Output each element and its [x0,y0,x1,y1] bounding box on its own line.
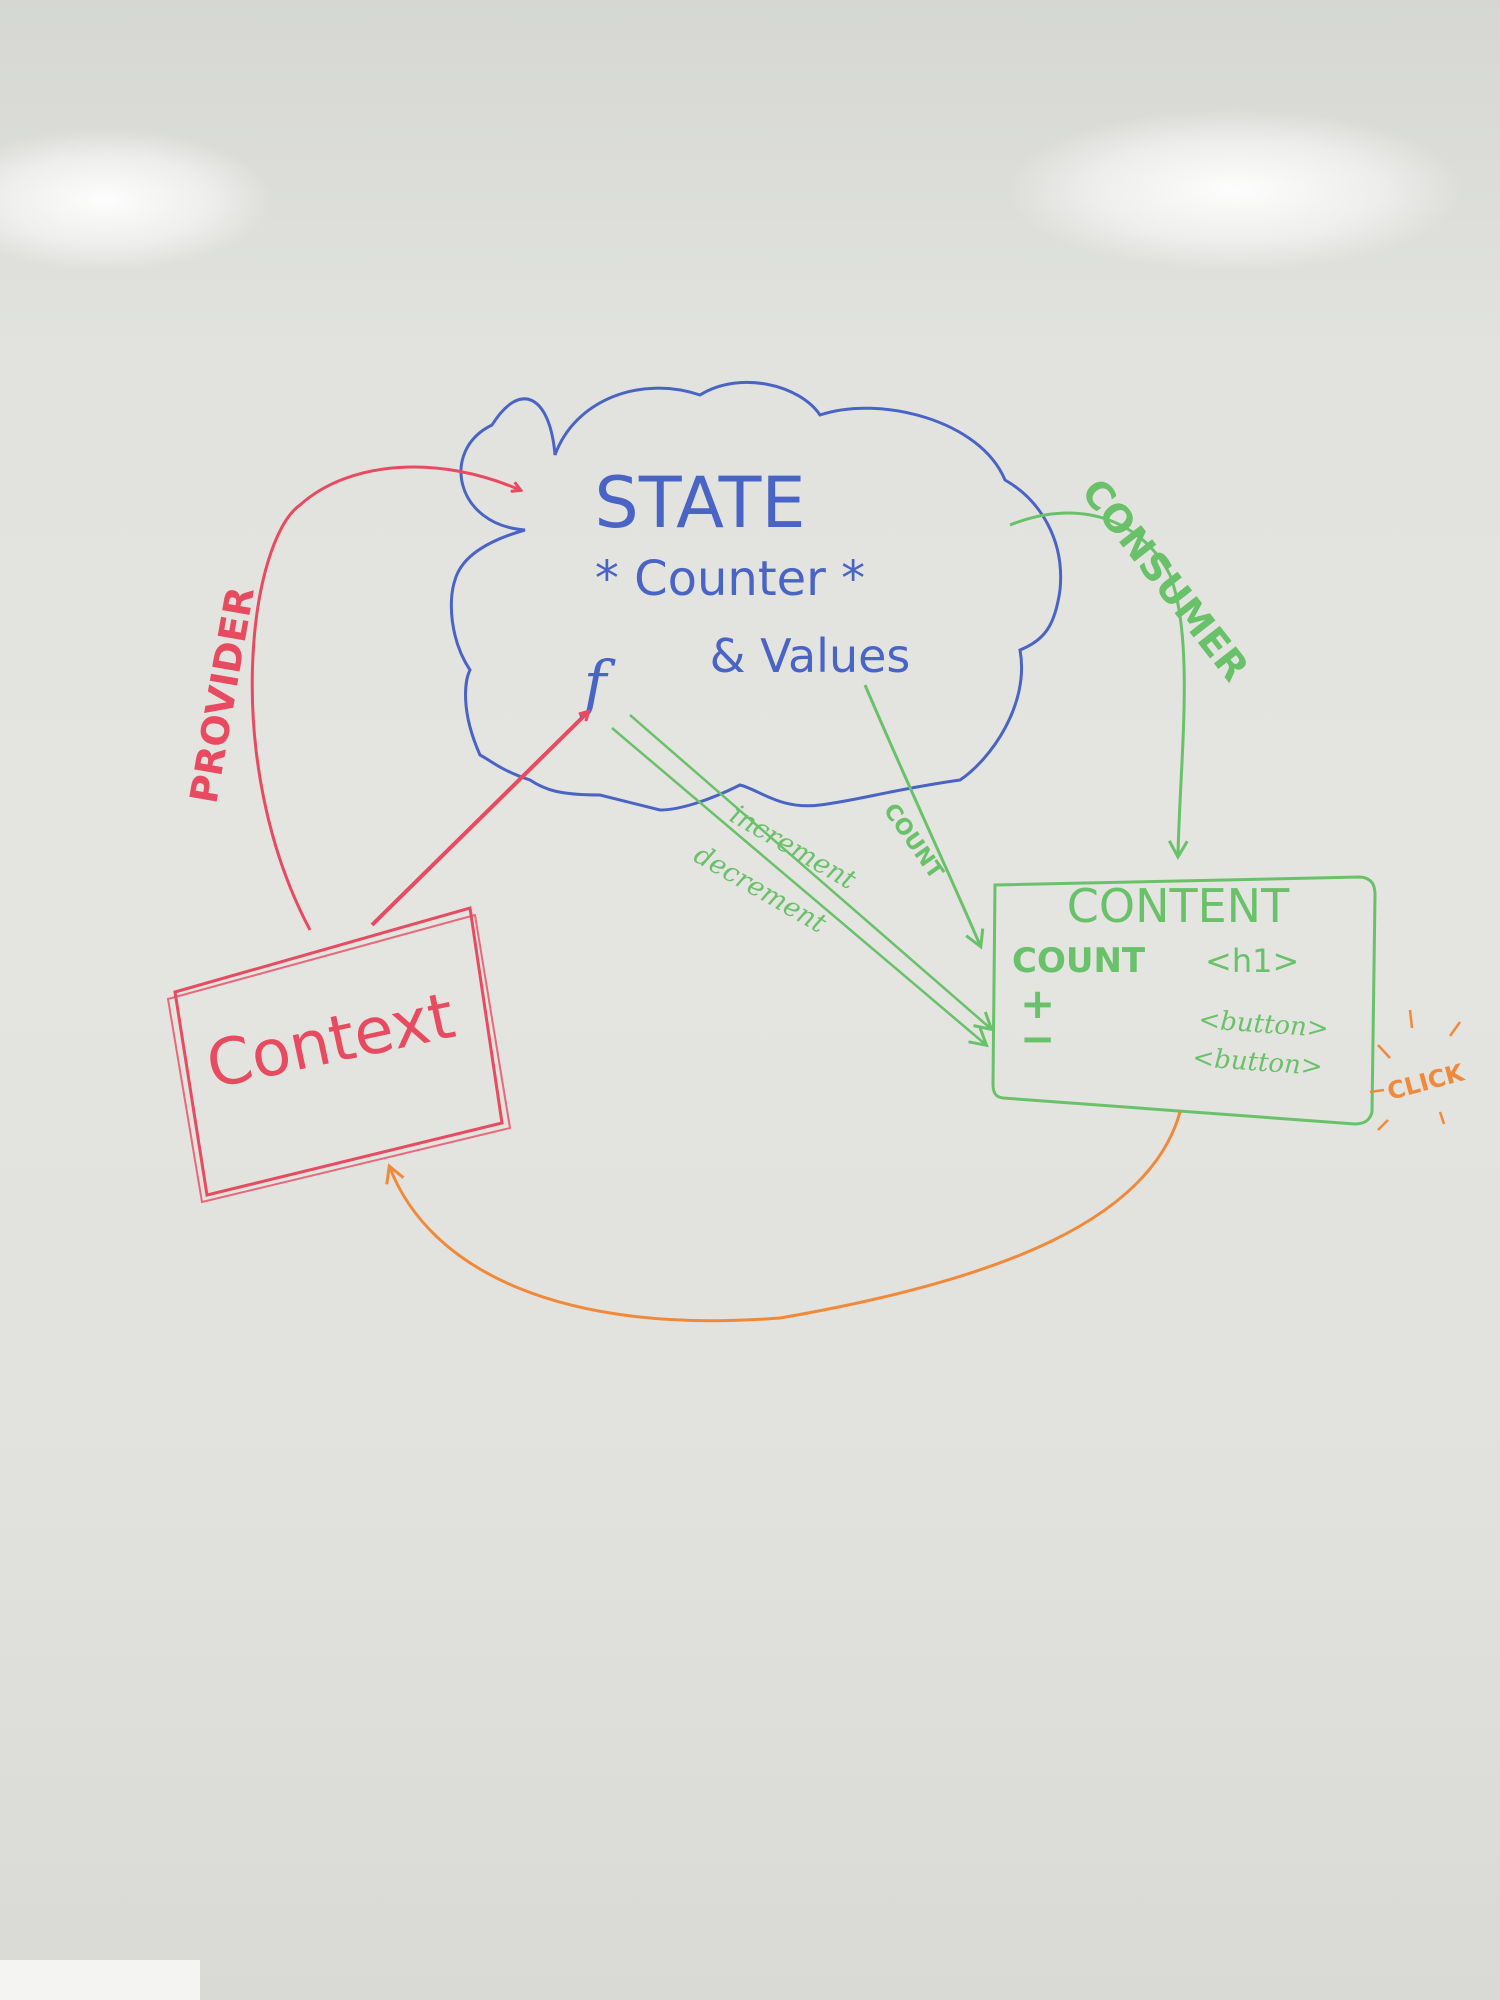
content-h1-tag: <h1> [1205,942,1299,980]
state-values-label: & Values [710,629,911,683]
content-button-tag-1: <button> [1198,1005,1330,1044]
content-box: CONTENT COUNT <h1> + <button> − <button> [991,875,1377,1126]
state-function-symbol: f [580,647,617,720]
count-arrow-label: COUNT [878,799,948,884]
content-button-tag-2: <button> [1192,1043,1324,1082]
content-minus-label: − [1020,1014,1055,1063]
click-label: CLICK [1384,1058,1468,1106]
increment-arrow [629,714,994,1032]
context-box: Context [166,906,512,1204]
context-to-function-arrow [370,712,588,927]
decrement-arrow [611,727,989,1048]
click-return-arrow [385,1111,1182,1323]
content-count-label: COUNT [1012,941,1146,981]
light-glare-left [0,130,270,270]
shelf-corner [0,1960,200,2000]
consumer-arrow [1009,511,1189,861]
state-title: STATE [594,462,805,544]
content-title: CONTENT [1067,879,1290,933]
provider-label: PROVIDER [182,584,263,807]
content-plus-label: + [1020,979,1055,1028]
click-burst: CLICK [1369,1009,1468,1131]
state-cloud-outline [449,380,1063,812]
light-glare-right [1010,110,1460,270]
state-counter-label: * Counter * [595,551,865,607]
consumer-label: CONSUMER [1073,470,1257,689]
context-label: Context [200,979,461,1104]
provider-arrow [250,465,520,931]
count-arrow [863,684,985,950]
